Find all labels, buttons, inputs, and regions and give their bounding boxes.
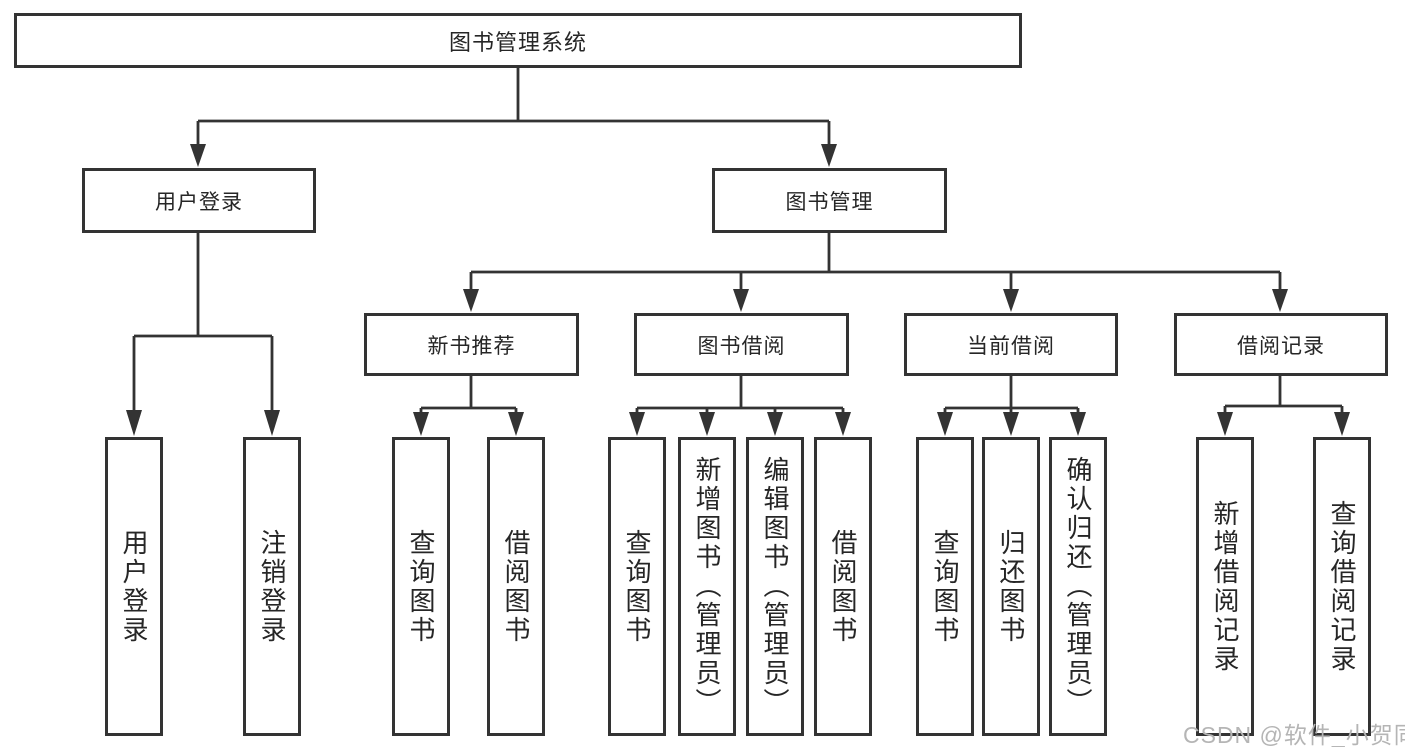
leaf-nbr-query-books: 查询图书 <box>392 437 450 736</box>
node-new-book-recommend-label: 新书推荐 <box>427 334 516 358</box>
node-book-management-label: 图书管理 <box>785 190 874 214</box>
leaf-bb-add-books-admin: 新增图书（管理员） <box>678 437 736 736</box>
leaf-br-query-record: 查询借阅记录 <box>1313 437 1371 736</box>
leaf-user-login: 用户登录 <box>105 437 163 736</box>
arrowheads <box>126 144 1350 436</box>
leaf-bb-edit-books-admin-label: 编辑图书（管理员） <box>760 456 790 717</box>
leaf-cb-confirm-return-admin-label: 确认归还（管理员） <box>1063 456 1093 717</box>
node-borrow-records-label: 借阅记录 <box>1237 334 1325 358</box>
node-current-borrowing-label: 当前借阅 <box>967 334 1055 358</box>
node-book-borrowing: 图书借阅 <box>634 313 849 376</box>
leaf-logout-label: 注销登录 <box>257 528 287 645</box>
leaf-nbr-query-books-label: 查询图书 <box>406 528 436 645</box>
leaf-user-login-label: 用户登录 <box>119 528 149 645</box>
node-book-borrowing-label: 图书借阅 <box>697 334 786 358</box>
node-new-book-recommend: 新书推荐 <box>364 313 579 376</box>
leaf-cb-query-books: 查询图书 <box>916 437 974 736</box>
node-current-borrowing: 当前借阅 <box>904 313 1118 376</box>
node-user-login-label: 用户登录 <box>155 190 243 214</box>
node-root-label: 图书管理系统 <box>448 29 587 55</box>
leaf-cb-return-books: 归还图书 <box>982 437 1040 736</box>
leaf-nbr-borrow-books-label: 借阅图书 <box>501 528 531 645</box>
leaf-br-query-record-label: 查询借阅记录 <box>1327 499 1357 674</box>
leaf-bb-query-books: 查询图书 <box>608 437 666 736</box>
leaf-cb-query-books-label: 查询图书 <box>930 528 960 645</box>
leaf-logout: 注销登录 <box>243 437 301 736</box>
node-borrow-records: 借阅记录 <box>1174 313 1388 376</box>
leaf-bb-borrow-books-label: 借阅图书 <box>828 528 858 645</box>
leaf-br-add-record-label: 新增借阅记录 <box>1210 499 1240 674</box>
leaf-cb-confirm-return-admin: 确认归还（管理员） <box>1049 437 1107 736</box>
node-book-management: 图书管理 <box>712 168 947 233</box>
leaf-bb-add-books-admin-label: 新增图书（管理员） <box>692 456 722 717</box>
leaf-bb-query-books-label: 查询图书 <box>622 528 652 645</box>
leaf-bb-borrow-books: 借阅图书 <box>814 437 872 736</box>
watermark: CSDN @软件_小贺同学 <box>1183 722 1405 747</box>
leaf-nbr-borrow-books: 借阅图书 <box>487 437 545 736</box>
node-user-login: 用户登录 <box>82 168 316 233</box>
leaf-br-add-record: 新增借阅记录 <box>1196 437 1254 736</box>
leaf-cb-return-books-label: 归还图书 <box>996 528 1026 645</box>
node-root: 图书管理系统 <box>14 13 1022 68</box>
leaf-bb-edit-books-admin: 编辑图书（管理员） <box>746 437 804 736</box>
